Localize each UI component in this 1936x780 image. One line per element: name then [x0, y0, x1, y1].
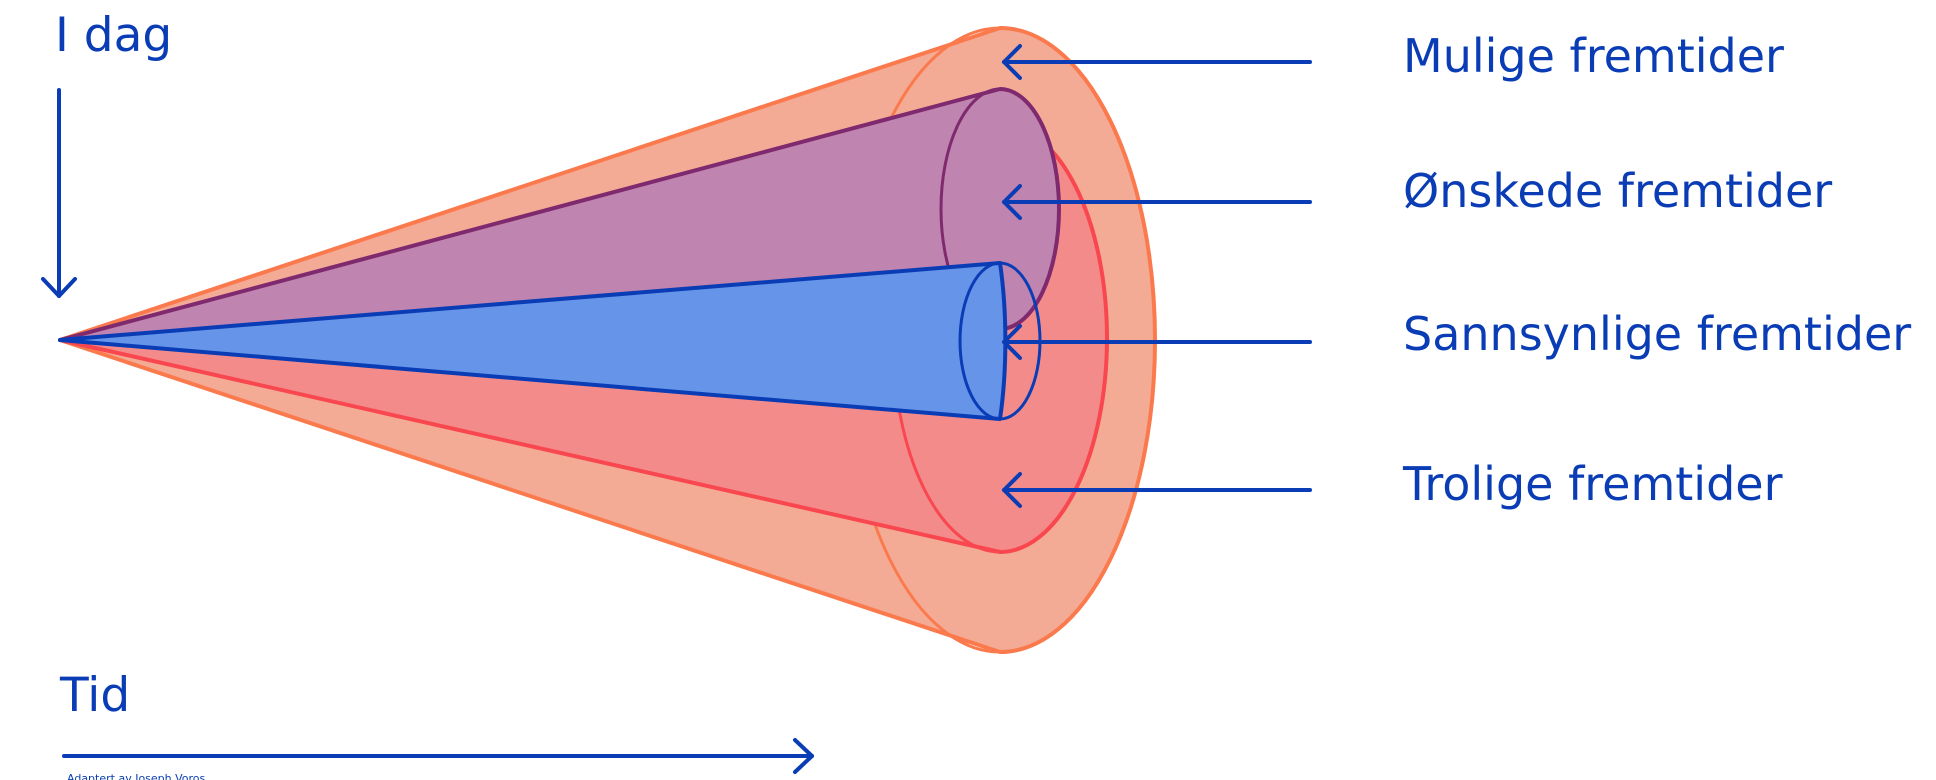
trolige-arrow-icon — [1002, 472, 1312, 508]
label-trolige-fremtider: Trolige fremtider — [1402, 457, 1783, 511]
time-axis-arrow-icon — [62, 738, 814, 774]
sannsynlige-arrow-icon — [1002, 324, 1312, 360]
mulige-arrow-icon — [1002, 44, 1312, 80]
attribution-text: Adaptert av Joseph Voros — [67, 772, 206, 780]
label-mulige-fremtider: Mulige fremtider — [1403, 29, 1784, 83]
onskede-arrow-icon — [1002, 184, 1312, 220]
label-sannsynlige-fremtider: Sannsynlige fremtider — [1403, 307, 1911, 361]
label-onskede-fremtider: Ønskede fremtider — [1403, 164, 1832, 218]
today-label: I dag — [55, 8, 172, 63]
time-label: Tid — [59, 668, 130, 723]
today-down-arrow-icon — [41, 88, 77, 298]
